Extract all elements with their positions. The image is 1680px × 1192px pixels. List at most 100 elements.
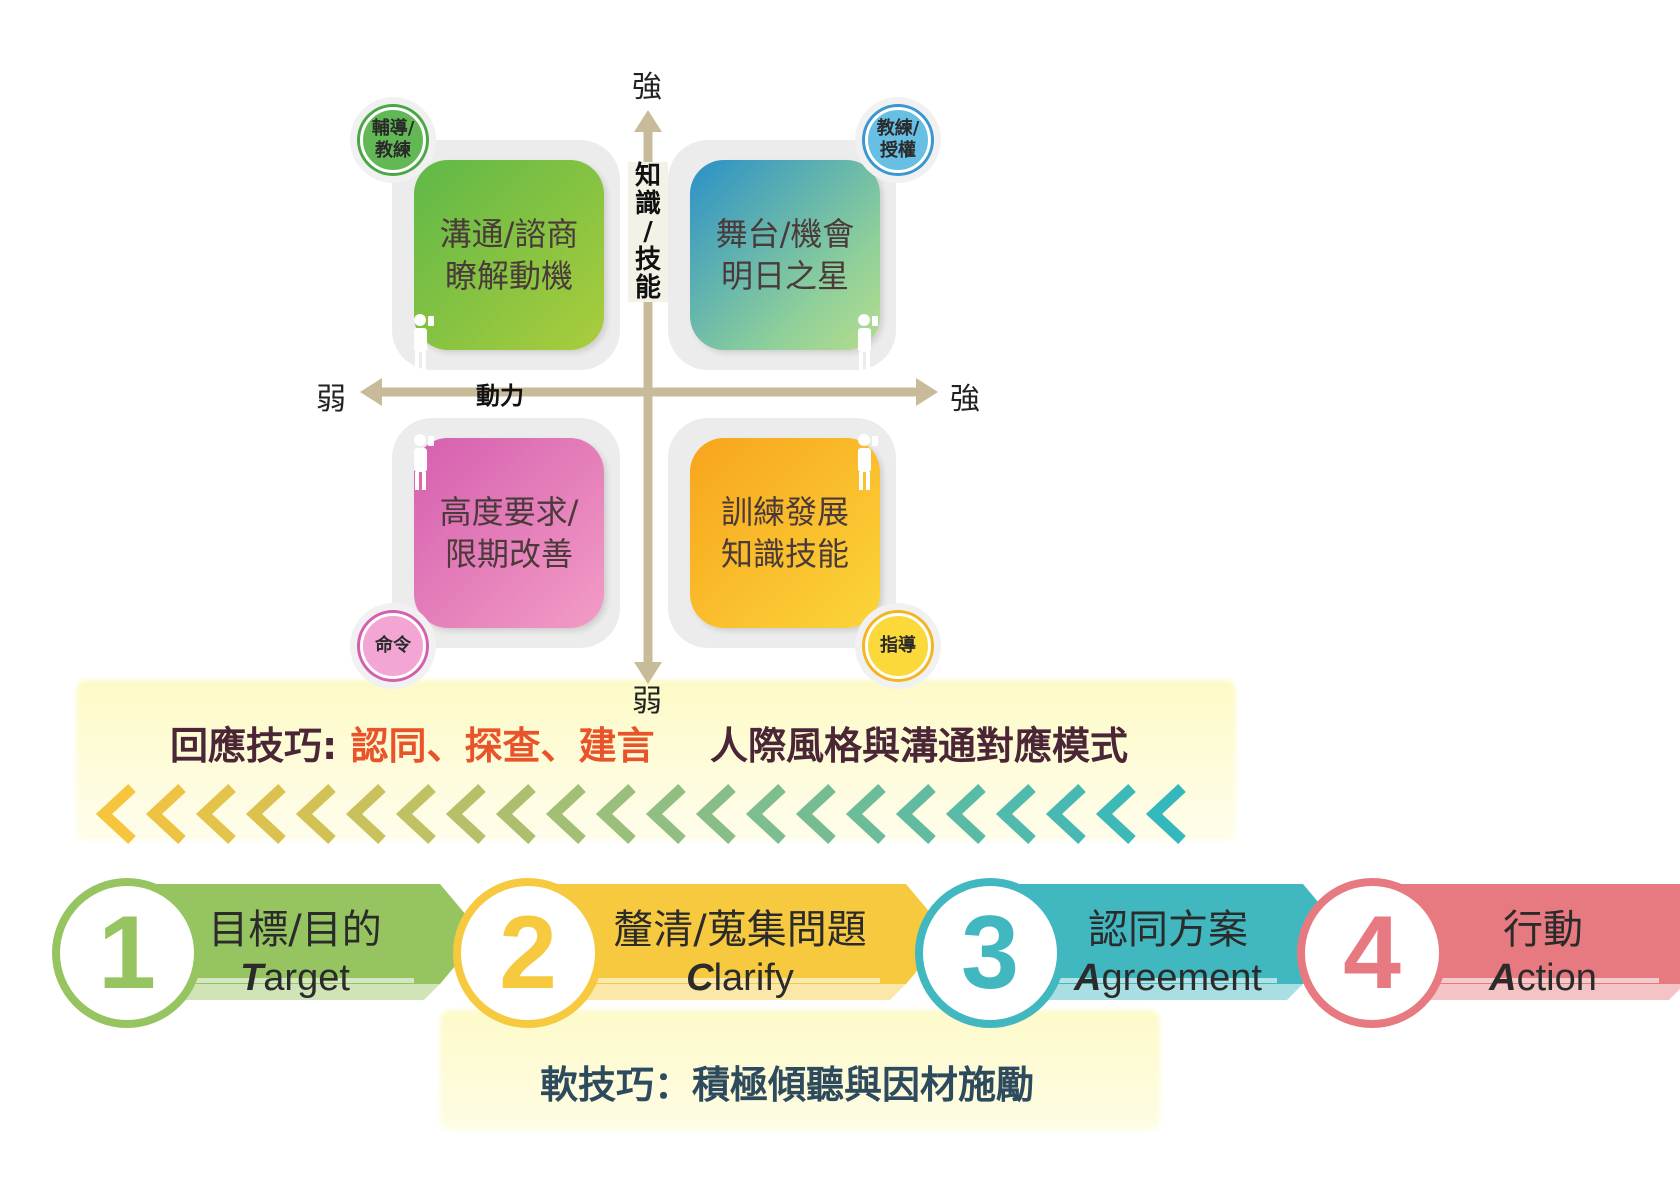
quadrant-top-left-card: 溝通/諮商 瞭解動機 xyxy=(414,160,604,350)
badge-text: 指導 xyxy=(880,635,916,656)
chevron-left-icon xyxy=(1045,784,1086,844)
step-en-rest: ction xyxy=(1516,957,1597,999)
quadrant-text: 知識技能 xyxy=(720,535,849,573)
step-en-initial: A xyxy=(1074,957,1102,999)
vertical-axis-char: 能 xyxy=(634,273,661,303)
step-number: 4 xyxy=(1297,878,1447,1028)
quadrant-text: 溝通/諮商 xyxy=(439,215,579,253)
step-en-rest: arget xyxy=(263,957,350,999)
badge-text: 授權 xyxy=(880,140,916,161)
axis-bottom-label: 弱 xyxy=(632,684,662,719)
step-number: 2 xyxy=(453,878,603,1028)
quadrant-text: 瞭解動機 xyxy=(444,257,573,295)
arrow-left-icon xyxy=(360,378,382,406)
person-figure-icon xyxy=(858,434,878,490)
chevron-left-icon xyxy=(1095,784,1136,844)
step-arrow-body xyxy=(513,884,948,984)
arrow-up-icon xyxy=(634,110,662,132)
soft-skill-text: 軟技巧：積極傾聽與因材施勵 xyxy=(540,1063,1035,1107)
badge-bottom-left: 命令 xyxy=(350,603,436,689)
person-figure-icon xyxy=(414,314,434,370)
quadrant-bottom-right: 訓練發展 知識技能 xyxy=(668,418,896,648)
step-arrow-shadow xyxy=(172,984,440,1000)
chevron-arrows xyxy=(96,784,1186,844)
axis-right-label: 強 xyxy=(950,382,980,417)
step-en-initial: T xyxy=(240,957,264,999)
chevron-left-icon xyxy=(1145,784,1186,844)
vertical-axis-char: 技 xyxy=(634,245,661,275)
chevron-left-icon xyxy=(345,784,386,844)
step-zh: 釐清/蒐集問題 xyxy=(613,907,867,953)
chevron-left-icon xyxy=(745,784,786,844)
step-arrow-highlight xyxy=(152,978,414,983)
response-highlight: 認同、探查、建言 xyxy=(350,724,655,768)
quadrant-bottom-right-card: 訓練發展 知識技能 xyxy=(690,438,880,628)
step-arrow-shadow xyxy=(1417,984,1680,1000)
quadrant-bottom-left: 高度要求/ 限期改善 xyxy=(392,418,620,648)
step-zh: 認同方案 xyxy=(1088,907,1248,953)
quadrant-top-left: 溝通/諮商 瞭解動機 xyxy=(392,140,620,370)
chevron-left-icon xyxy=(395,784,436,844)
chevron-left-icon xyxy=(895,784,936,844)
arrow-right-icon xyxy=(916,378,938,406)
quadrant-text: 明日之星 xyxy=(720,257,849,295)
quadrant-text: 高度要求/ xyxy=(439,493,579,531)
chevron-left-icon xyxy=(595,784,636,844)
vertical-axis-label: 知 識 / 技 能 xyxy=(628,162,668,302)
step-arrow-body xyxy=(112,884,482,984)
response-prefix: 回應技巧: xyxy=(170,724,338,768)
step-en-initial: A xyxy=(1489,957,1517,999)
chevron-left-icon xyxy=(195,784,236,844)
step-en-rest: greement xyxy=(1101,957,1262,999)
chevron-left-icon xyxy=(545,784,586,844)
chevron-left-icon xyxy=(96,784,136,844)
step-zh: 目標/目的 xyxy=(208,907,382,953)
step-en: Target xyxy=(205,954,385,1002)
badge-text: 命令 xyxy=(375,635,411,656)
step-arrow-body xyxy=(975,884,1345,984)
chevron-left-icon xyxy=(645,784,686,844)
chevron-left-icon xyxy=(845,784,886,844)
quadrant-bottom-left-card: 高度要求/ 限期改善 xyxy=(414,438,604,628)
chevron-left-icon xyxy=(795,784,836,844)
response-skills: 回應技巧: 認同、探查、建言 xyxy=(170,715,654,770)
person-figure-icon xyxy=(414,434,434,490)
vertical-axis-char: 識 xyxy=(634,189,661,219)
soft-skill-band xyxy=(440,1010,1160,1130)
person-figure-icon xyxy=(858,314,878,370)
badge-text: 輔導/ xyxy=(371,118,415,139)
badge-text: 教練 xyxy=(375,140,411,161)
chevron-left-icon xyxy=(445,784,486,844)
step-arrow xyxy=(513,884,948,1000)
chevron-left-icon xyxy=(995,784,1036,844)
chevron-left-icon xyxy=(945,784,986,844)
badge-text: 教練/ xyxy=(876,118,920,139)
step-arrow xyxy=(975,884,1345,1000)
step-number: 1 xyxy=(52,878,202,1028)
badge-bottom-right: 指導 xyxy=(855,603,941,689)
quadrant-text: 限期改善 xyxy=(444,535,573,573)
badge-top-right: 教練/ 授權 xyxy=(855,97,941,183)
chevron-left-icon xyxy=(495,784,536,844)
step-arrow-highlight xyxy=(1015,978,1277,983)
axis-left-label: 弱 xyxy=(316,382,346,417)
step-arrow-highlight xyxy=(1397,978,1659,983)
step-zh: 行動 xyxy=(1503,907,1583,953)
quadrant-top-right: 舞台/機會 明日之星 xyxy=(668,140,896,370)
chevron-left-icon xyxy=(145,784,186,844)
step-en-initial: C xyxy=(686,957,714,999)
step-arrow xyxy=(112,884,482,1000)
horizontal-axis-label: 動力 xyxy=(476,382,524,410)
step-en: Clarify xyxy=(610,954,870,1002)
step-en-rest: larify xyxy=(713,957,794,999)
step-arrow-shadow xyxy=(1035,984,1303,1000)
vertical-axis-char: / xyxy=(643,217,653,247)
diagram-title: 人際風格與溝通對應模式 xyxy=(710,724,1129,768)
quadrant-text: 舞台/機會 xyxy=(715,215,855,253)
chevron-left-icon xyxy=(295,784,336,844)
step-en: Action xyxy=(1448,954,1638,1002)
step-arrow-highlight xyxy=(553,978,880,983)
arrow-down-icon xyxy=(634,662,662,684)
